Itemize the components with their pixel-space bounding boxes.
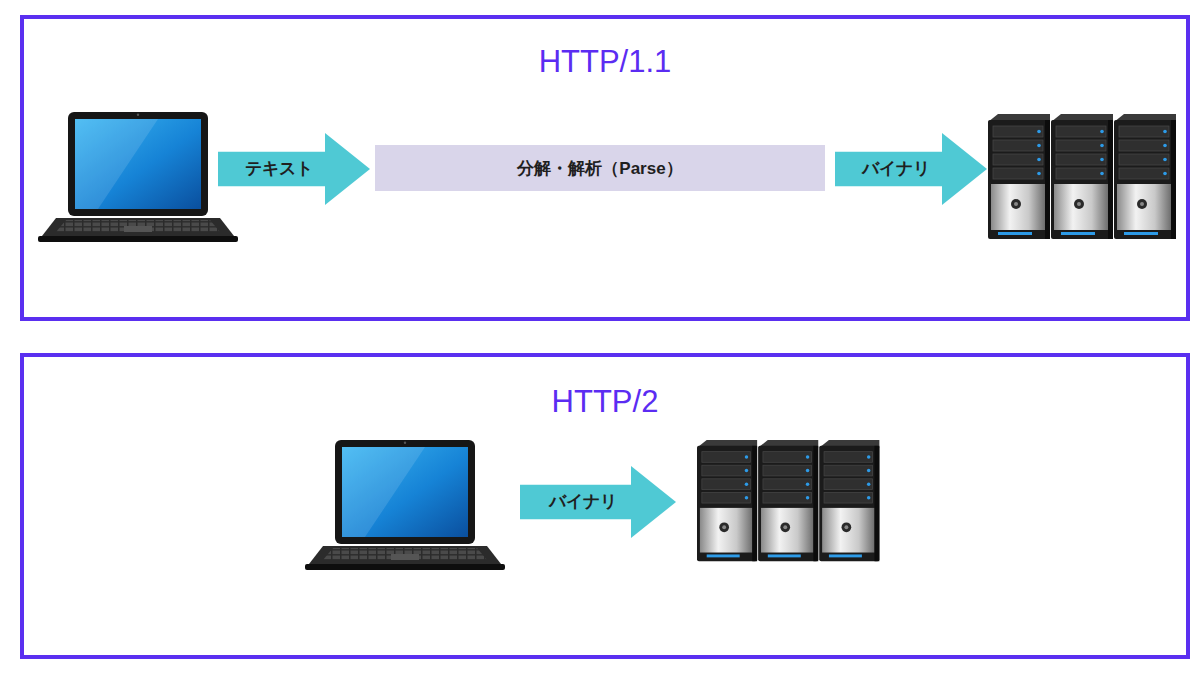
label-holder: テキスト	[220, 152, 337, 187]
label-holder: バイナリ	[837, 152, 954, 187]
band-label: 分解・解析（Parse）	[517, 157, 682, 180]
arrow-shape: バイナリ	[835, 133, 987, 205]
band-rect	[375, 145, 825, 191]
label-holder: 分解・解析（Parse）	[381, 145, 819, 191]
process-band: 分解・解析（Parse）	[375, 145, 825, 191]
server-icon	[697, 440, 879, 561]
protocol-panel: HTTP/2 バイナリ	[20, 353, 1190, 659]
arrow-label: テキスト	[245, 157, 313, 180]
server-icon	[988, 114, 1176, 239]
arrow-label: バイナリ	[862, 157, 930, 180]
arrow-shape: バイナリ	[520, 466, 676, 538]
panel-title: HTTP/2	[24, 384, 1186, 420]
arrow-shape: テキスト	[218, 133, 370, 205]
label-holder: バイナリ	[522, 485, 643, 520]
arrow-fill	[218, 133, 370, 205]
laptop-icon	[38, 112, 238, 242]
arrow-fill	[520, 466, 676, 538]
arrow-fill	[835, 133, 987, 205]
laptop-icon	[305, 440, 505, 570]
arrow-label: バイナリ	[549, 490, 617, 513]
protocol-panel: HTTP/1.1 テキスト 分解・解析（Parse） バイナリ	[20, 15, 1190, 321]
panel-title: HTTP/1.1	[24, 44, 1186, 80]
